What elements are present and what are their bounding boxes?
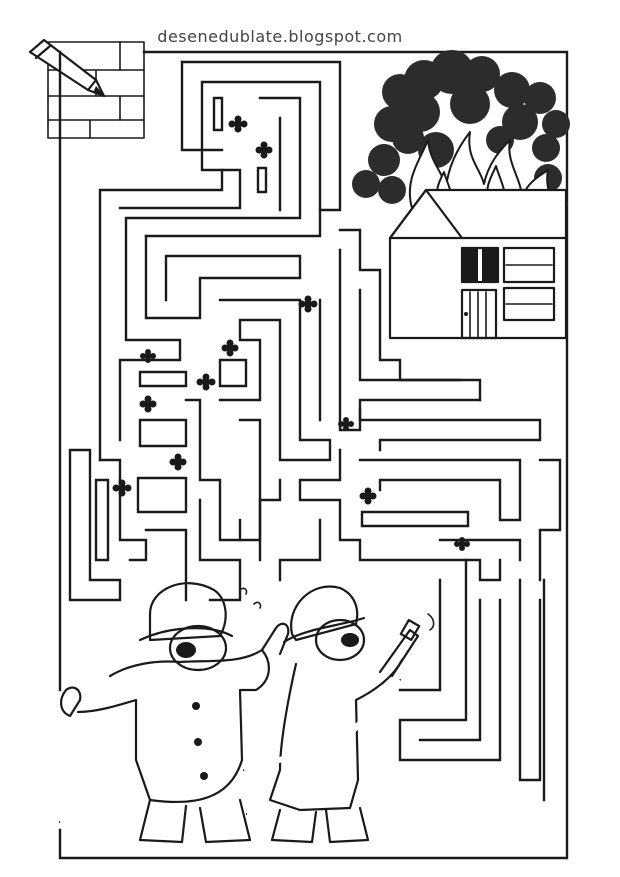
site-url: desenedublate.blogspot.com <box>157 27 403 46</box>
firefighter <box>58 582 435 844</box>
pencil-icon <box>28 38 145 139</box>
maze-walls <box>68 60 562 802</box>
burning-house <box>352 50 570 340</box>
maze-frame <box>58 50 569 860</box>
flower-icon <box>112 115 470 551</box>
